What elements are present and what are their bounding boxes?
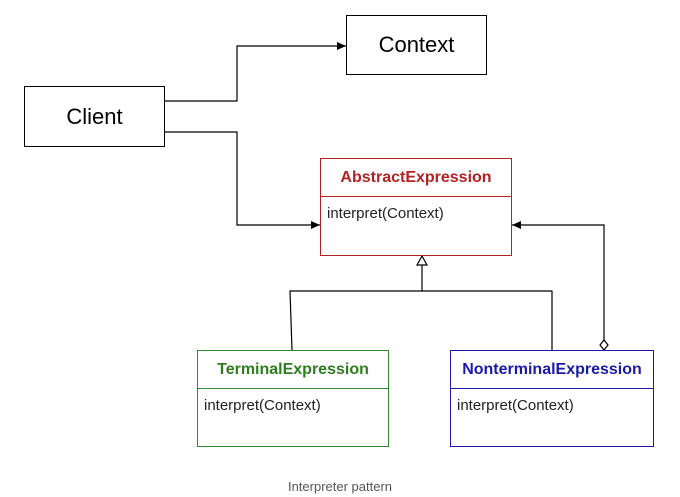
inheritance-triangle-icon xyxy=(415,254,429,266)
diagram-caption: Interpreter pattern xyxy=(287,479,393,494)
client-to-context-arrow xyxy=(165,42,346,102)
terminal-expression-title: TerminalExpression xyxy=(198,351,388,389)
terminal-expression-method: interpret(Context) xyxy=(204,397,321,414)
abstract-expression-title: AbstractExpression xyxy=(321,159,511,197)
nonterminal-inheritance-line xyxy=(422,290,553,350)
client-to-abstract-arrow xyxy=(165,131,320,229)
aggregation-line xyxy=(512,221,605,340)
nonterminal-expression-class: NonterminalExpression interpret(Context) xyxy=(450,350,654,447)
context-box: Context xyxy=(346,15,487,75)
client-box: Client xyxy=(24,86,165,147)
abstract-expression-method: interpret(Context) xyxy=(327,205,444,222)
abstract-expression-class: AbstractExpression interpret(Context) xyxy=(320,158,512,256)
aggregation-diamond-icon xyxy=(599,339,609,351)
nonterminal-expression-title: NonterminalExpression xyxy=(451,351,653,389)
terminal-inheritance-line xyxy=(289,290,422,351)
client-label: Client xyxy=(66,103,123,129)
context-label: Context xyxy=(378,32,455,57)
nonterminal-expression-method: interpret(Context) xyxy=(457,397,574,414)
terminal-expression-class: TerminalExpression interpret(Context) xyxy=(197,350,389,447)
